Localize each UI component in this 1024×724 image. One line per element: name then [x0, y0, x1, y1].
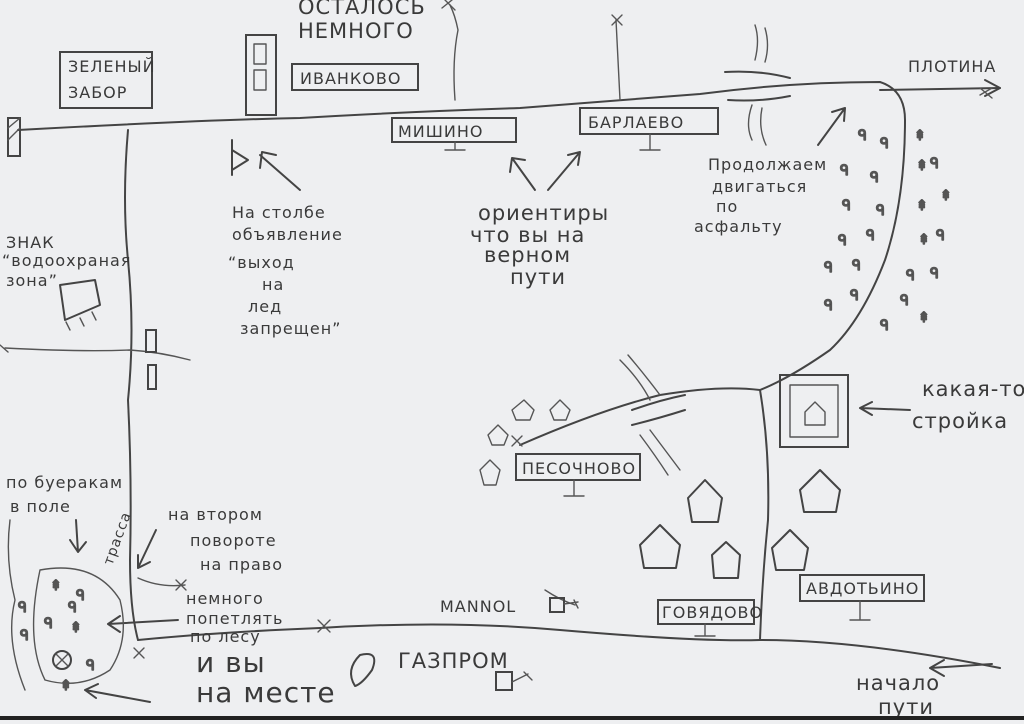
svg-text:Продолжаем: Продолжаем	[708, 155, 827, 174]
svg-text:ᑫ: ᑫ	[870, 170, 880, 186]
svg-text:зона”: зона”	[6, 271, 58, 290]
label-mishino: МИШИНО	[398, 122, 483, 141]
label-mannol: MANNOL	[440, 597, 516, 616]
svg-text:на: на	[262, 275, 284, 294]
svg-text:ᑫ: ᑫ	[930, 266, 940, 282]
svg-text:ᑫ: ᑫ	[858, 128, 868, 144]
svg-text:на право: на право	[200, 555, 283, 574]
svg-text:ᑫ: ᑫ	[840, 163, 850, 179]
svg-text:попетлять: попетлять	[186, 609, 283, 628]
svg-text:ᑫ: ᑫ	[68, 600, 78, 616]
svg-text:по буеракам: по буеракам	[6, 473, 123, 492]
label-plotina: ПЛОТИНА	[908, 57, 996, 76]
svg-text:ориентиры: ориентиры	[478, 201, 609, 225]
svg-text:по лесу: по лесу	[190, 627, 261, 646]
svg-text:ᑫ: ᑫ	[838, 233, 848, 249]
svg-text:ᑫ: ᑫ	[18, 600, 28, 616]
label-ivankovo: ИВАНКОВО	[300, 69, 401, 88]
svg-text:ᑫ: ᑫ	[930, 156, 940, 172]
houses-south	[640, 470, 840, 578]
svg-text:лед: лед	[248, 297, 282, 316]
label-gazprom: ГАЗПРОМ	[398, 649, 509, 673]
svg-text:верном: верном	[484, 243, 571, 267]
svg-text:ᑫ: ᑫ	[876, 203, 886, 219]
road-bottom	[138, 624, 1000, 668]
label-avdotyino: АВДОТЬИНО	[806, 579, 919, 598]
svg-text:ᑫ: ᑫ	[842, 198, 852, 214]
forest-trees-left: ⇞ᑫ ᑫᑫ ᑫᑫ ⇞ᑫ ⇞	[18, 578, 96, 694]
svg-text:“водоохраная: “водоохраная	[2, 251, 131, 270]
svg-text:⇞: ⇞	[916, 198, 929, 214]
svg-text:ЗНАК: ЗНАК	[6, 233, 55, 252]
svg-text:стройка: стройка	[912, 409, 1008, 433]
svg-text:двигаться: двигаться	[712, 177, 807, 196]
svg-text:объявление: объявление	[232, 225, 343, 244]
svg-text:“выход: “выход	[228, 253, 295, 272]
page-edge	[0, 716, 1024, 720]
svg-text:ОСТАЛОСЬ: ОСТАЛОСЬ	[298, 0, 426, 19]
svg-text:и вы: и вы	[196, 646, 266, 679]
svg-text:⇞: ⇞	[70, 620, 83, 636]
svg-text:На столбе: На столбе	[232, 203, 326, 222]
svg-text:ᑫ: ᑫ	[852, 258, 862, 274]
svg-text:пути: пути	[510, 265, 566, 289]
svg-text:начало: начало	[856, 671, 940, 695]
svg-text:на втором: на втором	[168, 505, 263, 524]
label-govyadovo: ГОВЯДОВО	[662, 603, 763, 622]
svg-text:⇞: ⇞	[918, 310, 931, 326]
svg-text:ᑫ: ᑫ	[900, 293, 910, 309]
svg-text:⇞: ⇞	[914, 128, 927, 144]
svg-text:ᑫ: ᑫ	[44, 616, 54, 632]
svg-text:в поле: в поле	[10, 497, 71, 516]
svg-text:ᑫ: ᑫ	[906, 268, 916, 284]
svg-text:⇞: ⇞	[918, 232, 931, 248]
svg-text:ᑫ: ᑫ	[866, 228, 876, 244]
svg-text:по: по	[716, 197, 738, 216]
svg-text:ᑫ: ᑫ	[824, 298, 834, 314]
svg-text:ᑫ: ᑫ	[880, 136, 890, 152]
svg-text:⇞: ⇞	[60, 678, 73, 694]
svg-text:какая-то: какая-то	[922, 377, 1024, 401]
svg-text:НЕМНОГО: НЕМНОГО	[298, 19, 414, 43]
svg-text:на месте: на месте	[196, 676, 336, 709]
svg-text:ᑫ: ᑫ	[880, 318, 890, 334]
svg-text:⇞: ⇞	[916, 158, 929, 174]
road-left-vertical	[125, 130, 138, 640]
svg-text:запрещен”: запрещен”	[240, 319, 341, 338]
svg-text:ᑫ: ᑫ	[86, 658, 96, 674]
svg-text:ᑫ: ᑫ	[20, 628, 30, 644]
label-barlaevo: БАРЛАЕВО	[588, 113, 684, 132]
svg-text:ᑫ: ᑫ	[824, 260, 834, 276]
svg-text:повороте: повороте	[190, 531, 277, 550]
svg-text:⇞: ⇞	[940, 188, 953, 204]
svg-text:ᑫ: ᑫ	[936, 228, 946, 244]
svg-text:⇞: ⇞	[50, 578, 63, 594]
svg-text:ЗАБОР: ЗАБОР	[68, 83, 127, 102]
svg-text:ᑫ: ᑫ	[850, 288, 860, 304]
svg-text:асфальту: асфальту	[694, 217, 783, 236]
label-pesochnovo: ПЕСОЧНОВО	[522, 459, 636, 478]
svg-text:ЗЕЛЕНЫЙ: ЗЕЛЕНЫЙ	[68, 57, 156, 76]
svg-text:немного: немного	[186, 589, 264, 608]
